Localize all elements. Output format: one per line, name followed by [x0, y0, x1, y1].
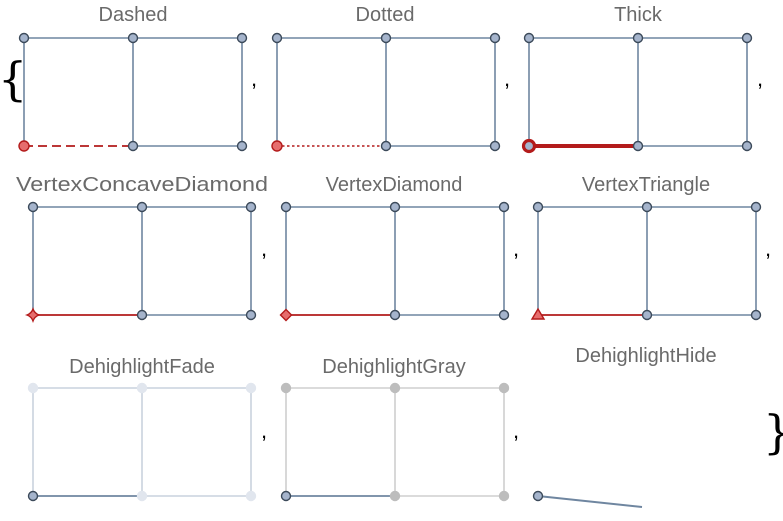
graph-vertex — [532, 201, 544, 213]
cell-dehighlight-fade: DehighlightFade — [27, 356, 257, 502]
highlighted-vertex — [530, 307, 546, 320]
graph-vertex — [498, 382, 510, 394]
separator-comma: , — [513, 236, 519, 261]
graph-vertex — [236, 32, 248, 44]
graph-vertex — [18, 32, 30, 44]
graph-vertex — [532, 490, 544, 502]
cell-vertex-diamond: VertexDiamond — [279, 174, 510, 322]
cell-title: Dashed — [99, 4, 168, 26]
graph-vertex — [389, 490, 401, 502]
graph-vertex — [632, 32, 644, 44]
graph-vertex — [136, 309, 148, 321]
cell-title: Thick — [614, 4, 663, 26]
graph-vertex — [498, 201, 510, 213]
graph-vertex — [280, 382, 292, 394]
highlighted-vertex — [279, 308, 293, 322]
graph-vertex — [236, 140, 248, 152]
graph-vertex — [498, 490, 510, 502]
graph-vertex — [245, 490, 257, 502]
graph-vertex — [136, 201, 148, 213]
graph-vertex — [27, 201, 39, 213]
separator-comma: , — [765, 236, 771, 261]
separator-comma: , — [757, 66, 763, 91]
separator-comma: , — [261, 236, 267, 261]
graph-vertex — [389, 201, 401, 213]
open-brace: { — [0, 52, 27, 106]
graph-vertex — [489, 32, 501, 44]
graph-vertex — [127, 140, 139, 152]
graph-vertex — [245, 382, 257, 394]
graph-vertex — [280, 201, 292, 213]
cell-thick: Thick — [521, 4, 753, 154]
cell-title: DehighlightGray — [322, 356, 465, 378]
graph-vertex — [641, 309, 653, 321]
graph-vertex — [389, 382, 401, 394]
graph-vertex — [489, 140, 501, 152]
graph-vertex — [750, 309, 762, 321]
separator-comma: , — [513, 418, 519, 443]
graph-vertex — [632, 140, 644, 152]
graph-vertex — [380, 32, 392, 44]
graph-vertex — [136, 490, 148, 502]
cell-title: DehighlightHide — [575, 345, 716, 367]
graph-vertex — [523, 32, 535, 44]
graph-vertex — [245, 309, 257, 321]
graph-vertex — [136, 382, 148, 394]
cell-title: Dotted — [356, 4, 415, 26]
cell-title: VertexConcaveDiamond — [16, 174, 268, 196]
graph-vertex — [245, 201, 257, 213]
cell-vertex-triangle: VertexTriangle — [530, 174, 762, 321]
graph-vertex — [380, 140, 392, 152]
separator-comma: , — [261, 418, 267, 443]
separator-comma: , — [504, 66, 510, 91]
graph-vertex — [741, 140, 753, 152]
cell-dotted: Dotted — [271, 4, 501, 152]
cell-dehighlight-hide: DehighlightHide — [532, 345, 717, 508]
graph-vertex — [127, 32, 139, 44]
graph-vertex — [389, 309, 401, 321]
graph-vertex — [498, 309, 510, 321]
graph-vertex — [27, 382, 39, 394]
highlighted-vertex — [271, 140, 283, 152]
graph-vertex — [271, 32, 283, 44]
graph-vertex — [641, 201, 653, 213]
separator-comma: , — [251, 66, 257, 91]
highlighted-vertex — [18, 140, 30, 152]
highlighted-vertex — [280, 490, 292, 502]
graph-vertex — [750, 201, 762, 213]
highlighted-vertex — [521, 138, 537, 154]
cell-title: DehighlightFade — [69, 356, 215, 378]
cell-vertex-concave-diamond: VertexConcaveDiamond — [16, 174, 268, 324]
cell-title: VertexTriangle — [582, 174, 710, 196]
cell-dehighlight-gray: DehighlightGray — [280, 356, 510, 502]
cell-dashed: Dashed — [18, 4, 248, 152]
cell-title: VertexDiamond — [326, 174, 463, 196]
graph-edge — [537, 495, 643, 508]
close-brace: } — [763, 405, 783, 459]
highlighted-vertex — [24, 306, 42, 324]
graph-vertex — [741, 32, 753, 44]
highlighted-vertex — [27, 490, 39, 502]
